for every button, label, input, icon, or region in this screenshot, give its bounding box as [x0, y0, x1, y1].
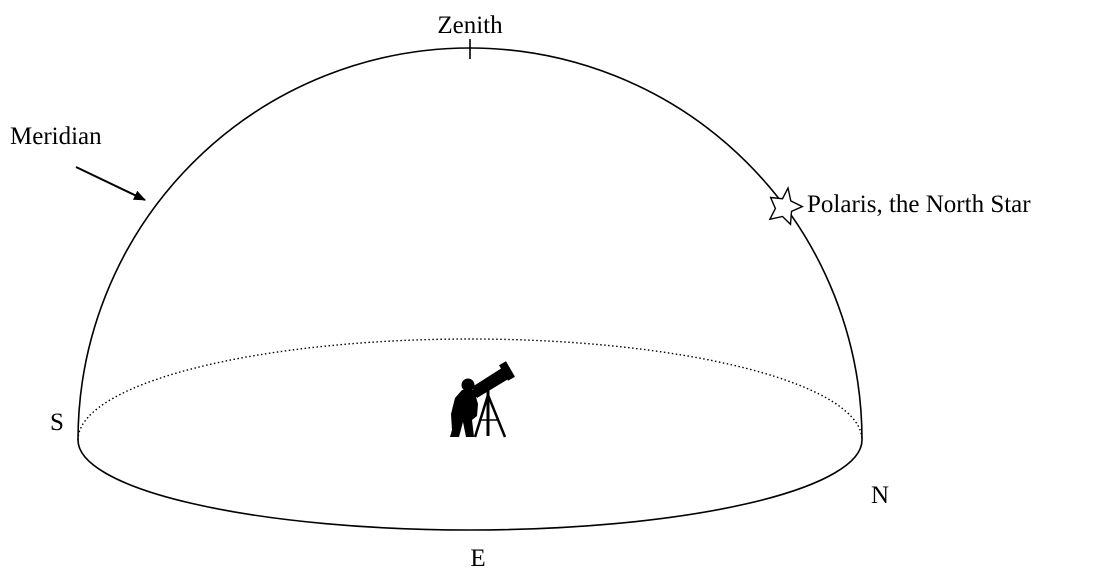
polaris-label: Polaris, the North Star [807, 191, 1031, 218]
horizon-back-dotted [77, 338, 863, 441]
east-label: E [470, 545, 485, 572]
south-label: S [50, 409, 64, 436]
polaris-star-icon [768, 185, 804, 226]
horizon-front [77, 439, 863, 531]
north-label: N [871, 482, 889, 509]
observer-telescope-icon [450, 361, 515, 438]
meridian-arrow [75, 166, 146, 201]
zenith-label: Zenith [437, 12, 503, 39]
meridian-label: Meridian [10, 123, 102, 150]
